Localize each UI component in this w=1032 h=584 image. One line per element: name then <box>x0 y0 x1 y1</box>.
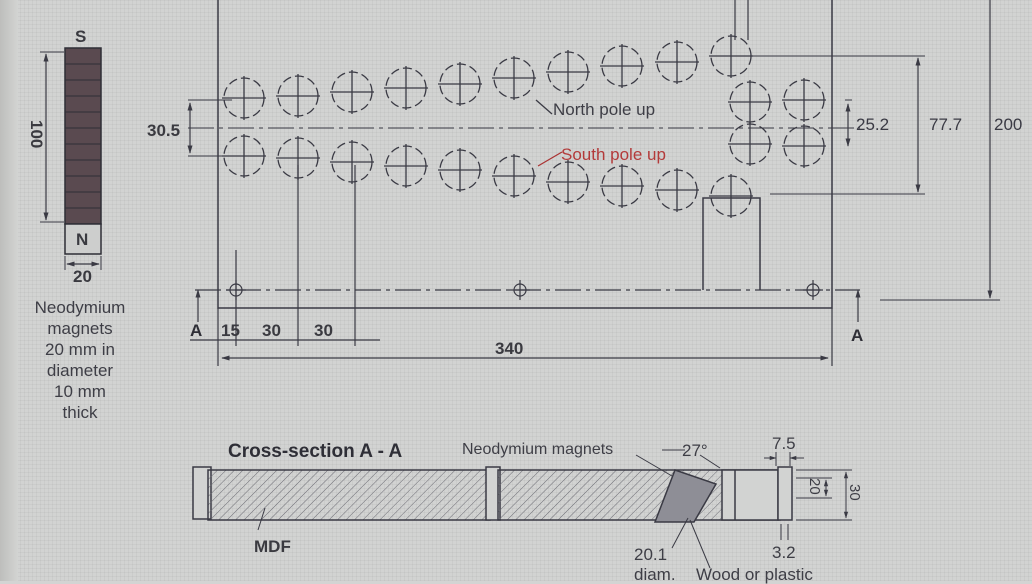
cross-section <box>192 449 852 569</box>
magnet-circle <box>728 122 772 166</box>
magnet-circle <box>600 164 644 208</box>
magnet-width: 20 <box>73 267 92 286</box>
south-pole-label: South pole up <box>561 145 666 164</box>
pitch-dim-1: 30 <box>262 321 281 340</box>
angle-dim: 27° <box>682 441 708 460</box>
magnet-circle <box>546 160 590 204</box>
magnet-stack <box>40 47 102 270</box>
first-offset-dim: 15 <box>221 321 240 340</box>
overall-height-dim: 200 <box>994 115 1023 134</box>
magnet-circle <box>384 144 428 188</box>
magnet-positions <box>222 34 826 218</box>
magnet-circle <box>330 140 374 184</box>
magnet-circle <box>438 148 482 192</box>
magnet-circle <box>276 74 320 118</box>
north-pole-label: North pole up <box>553 100 656 119</box>
magnet-circle <box>438 62 482 106</box>
section-mark-left: A <box>190 321 203 340</box>
magnet-circle <box>384 66 428 110</box>
magnet-desc-line: diameter <box>46 361 114 380</box>
paper-fold <box>0 0 18 581</box>
right-gap-dim: 25.2 <box>856 115 890 134</box>
magnet-desc-line: 10 mm <box>54 382 106 401</box>
material-label: MDF <box>254 537 291 556</box>
magnet-circle <box>222 134 266 178</box>
row-gap-dim: 30.5 <box>147 121 181 140</box>
magnet-circle <box>782 78 826 122</box>
magnet-circle <box>728 80 772 124</box>
insert-label: Wood or plastic <box>696 565 813 584</box>
magnet-desc-line: 20 mm in <box>45 340 115 359</box>
magnet-circle <box>222 76 266 120</box>
cross-section-title: Cross-section A - A <box>228 441 403 462</box>
magnet-desc-line: thick <box>62 403 98 422</box>
slot-width-dim: 3.2 <box>772 543 796 562</box>
total-depth-dim: 30 <box>846 484 863 501</box>
magnet-circle <box>782 124 826 168</box>
right-span-dim: 77.7 <box>929 115 963 134</box>
magnet-circle <box>655 40 699 84</box>
section-mark-right: A <box>851 326 864 345</box>
magnet-desc-line: Neodymium <box>34 298 126 317</box>
magnet-desc-line: magnets <box>47 319 113 338</box>
pitch-dim-2: 30 <box>314 321 333 340</box>
magnet-description: Neodymium magnets 20 mm in diameter 10 m… <box>22 297 138 423</box>
magnet-circle <box>709 34 753 78</box>
inner-depth-dim: 20 <box>806 478 823 495</box>
wall-dim: 7.5 <box>772 434 796 453</box>
magnet-circle <box>655 168 699 212</box>
length-dim: 340 <box>495 339 524 358</box>
magnet-circle <box>492 56 536 100</box>
south-pole-letter: S <box>75 27 87 46</box>
magnet-stack-height: 100 <box>27 120 46 149</box>
magnet-circle <box>546 50 590 94</box>
magnets-label: Neodymium magnets <box>462 441 614 458</box>
hole-diam-unit: diam. <box>634 565 676 584</box>
north-pole-letter: N <box>76 230 89 249</box>
magnet-circle <box>492 154 536 198</box>
magnet-circle <box>600 44 644 88</box>
bottom-dimensions <box>190 99 861 366</box>
magnet-circle <box>709 174 753 218</box>
magnet-circle <box>330 70 374 114</box>
hole-diam-dim: 20.1 <box>634 545 668 564</box>
